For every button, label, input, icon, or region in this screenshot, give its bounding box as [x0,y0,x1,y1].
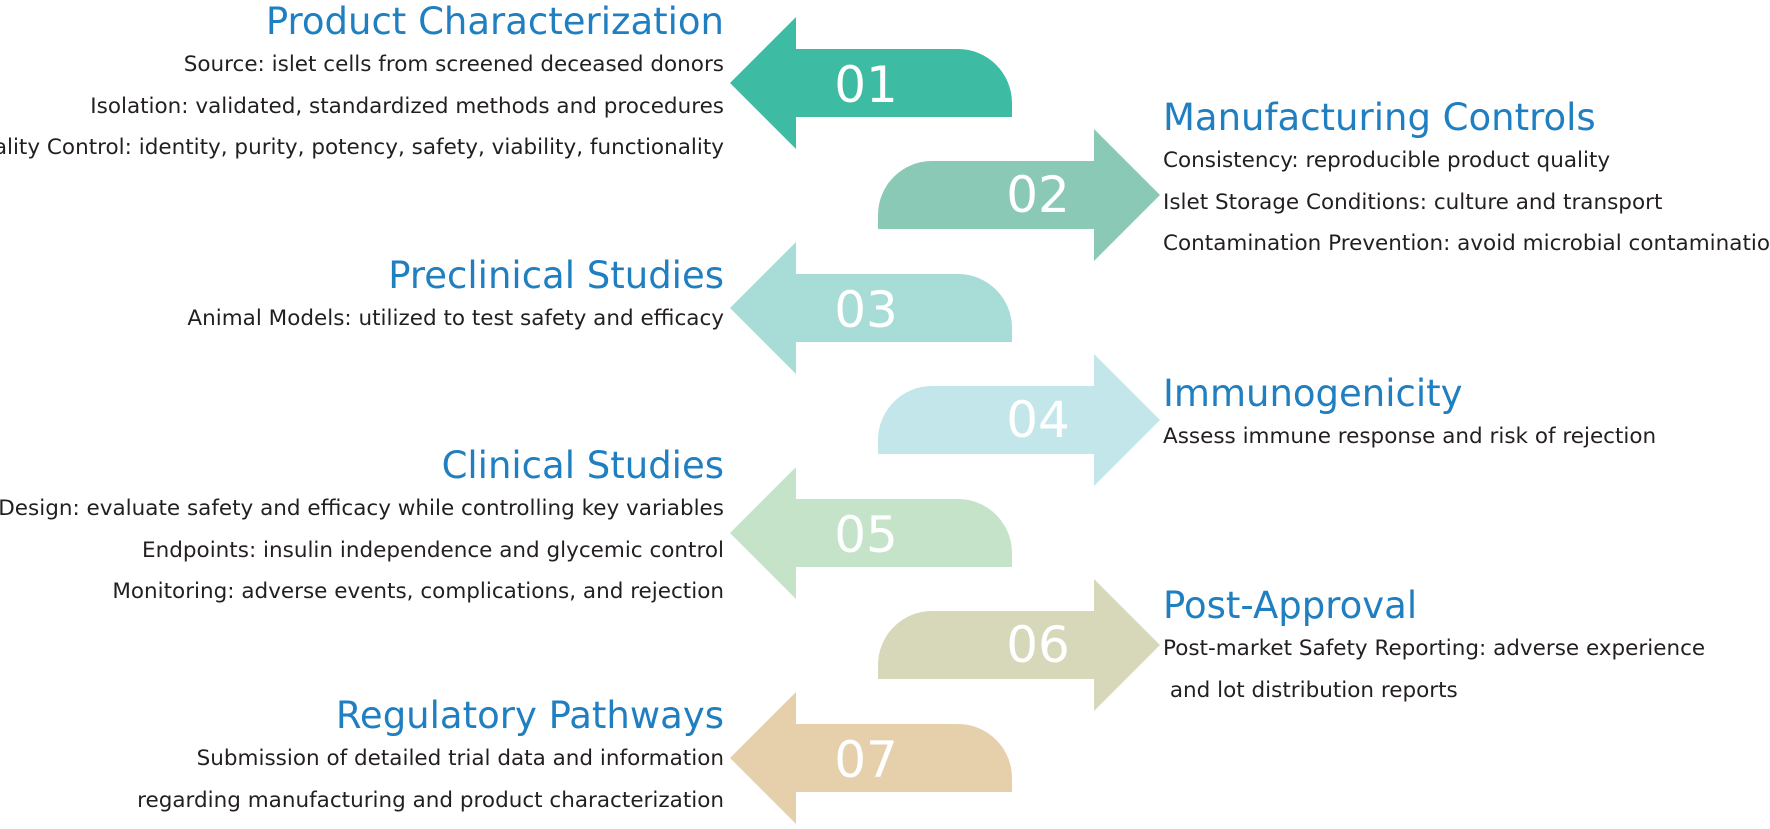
step-05-line-3: Monitoring: adverse events, complication… [112,579,724,604]
arrow-05-number: 05 [834,506,898,564]
step-02-title: Manufacturing Controls [1163,96,1596,139]
step-01-line-2: Isolation: validated, standardized metho… [90,93,724,119]
step-07-title: Regulatory Pathways [335,694,724,737]
step-06-line-1: Post-market Safety Reporting: adverse ex… [1163,636,1706,661]
step-02-line-2: Islet Storage Conditions: culture and tr… [1163,189,1663,215]
arrow-02: 02 [878,129,1160,261]
step-01-line-1: Source: islet cells from screened deceas… [183,52,724,77]
arrow-06-shape [878,579,1160,711]
step-02-text: Manufacturing Controls Consistency: repr… [1163,96,1770,265]
step-02-line-3: Contamination Prevention: avoid microbia… [1163,231,1770,256]
arrow-01-shape [730,17,1012,149]
step-06-line-2: and lot distribution reports [1163,677,1458,703]
step-01-title: Product Characterization [265,0,724,43]
arrow-01-number: 01 [834,56,898,114]
step-04-line-1: Assess immune response and risk of rejec… [1163,424,1657,449]
step-01-text: Product Characterization Source: islet c… [0,0,724,169]
step-04-title: Immunogenicity [1163,372,1463,415]
arrow-01: 01 [730,17,1012,149]
arrow-02-shape [878,129,1160,261]
arrow-03-shape [730,242,1012,374]
step-03-text: Preclinical Studies Animal Models: utili… [187,254,724,340]
step-05-line-2: Endpoints: insulin independence and glyc… [142,537,724,563]
arrow-04: 04 [878,354,1160,486]
arrow-07-number: 07 [834,731,898,789]
arrow-04-shape [878,354,1160,486]
step-05-title: Clinical Studies [441,444,724,487]
arrow-03: 03 [730,242,1012,374]
step-01-line-3: Quality Control: identity, purity, poten… [0,135,724,160]
arrow-06-number: 06 [1006,616,1070,674]
arrow-02-number: 02 [1006,166,1070,224]
arrow-04-number: 04 [1006,391,1070,449]
step-07-line-2: regarding manufacturing and product char… [137,787,724,813]
step-06-text: Post-Approval Post-market Safety Reporti… [1163,584,1705,711]
arrow-07-shape [730,692,1012,824]
step-05-text: Clinical Studies Design: evaluate safety… [0,444,724,613]
step-06-title: Post-Approval [1163,584,1418,627]
arrow-05-shape [730,467,1012,599]
step-03-line-1: Animal Models: utilized to test safety a… [187,306,724,331]
step-02-line-1: Consistency: reproducible product qualit… [1163,148,1611,173]
step-07-line-1: Submission of detailed trial data and in… [196,746,724,771]
arrow-03-number: 03 [834,281,898,339]
arrow-05: 05 [730,467,1012,599]
step-04-text: Immunogenicity Assess immune response an… [1163,372,1656,458]
arrow-07: 07 [730,692,1012,824]
step-03-title: Preclinical Studies [388,254,724,297]
step-05-line-1: Design: evaluate safety and efficacy whi… [0,496,724,521]
step-07-text: Regulatory Pathways Submission of detail… [137,694,724,821]
arrow-06: 06 [878,579,1160,711]
